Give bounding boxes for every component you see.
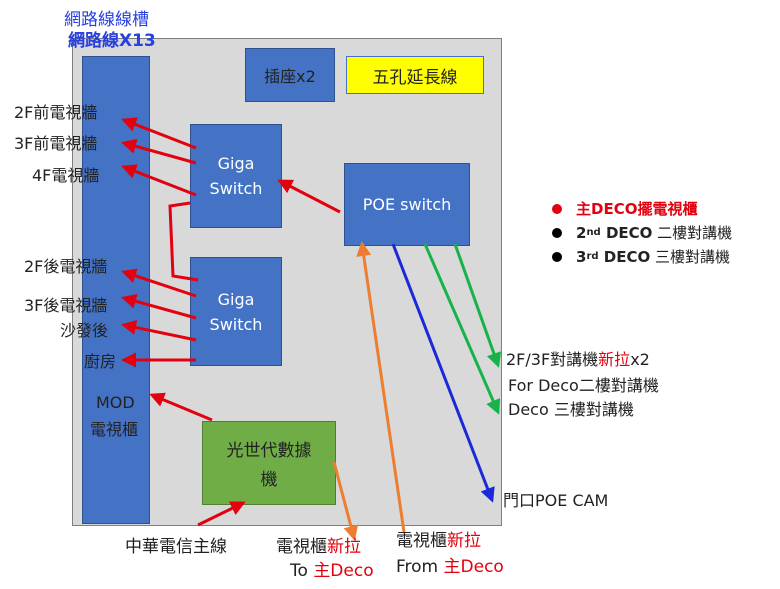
socket-box: 插座x2: [245, 48, 335, 102]
wire-2f-front-tv: [121, 117, 197, 150]
label-from-tv-prefix: 電視櫃: [396, 531, 447, 551]
legend-item-3rd-deco-name: DECO: [598, 247, 651, 266]
legend-item-2nd-deco-desc: 二樓對講機: [652, 224, 733, 242]
wire-4f-tv: [121, 164, 197, 197]
label-4f-tv: 4F電視牆: [32, 166, 100, 185]
label-to-tv-prefix: 電視櫃: [276, 537, 327, 557]
label-kitchen: 廚房: [84, 352, 117, 371]
giga-switch-top: Giga Switch: [190, 124, 282, 228]
label-mod: MOD: [96, 393, 135, 412]
fiber-modem-line2: 機: [260, 470, 278, 490]
label-to-main-deco: To 主Deco: [290, 556, 374, 581]
label-from-tv: 電視櫃新拉: [396, 526, 481, 551]
label-poe-cam: 門口POE CAM: [503, 491, 609, 510]
wire-poe-cam: [391, 243, 495, 503]
label-intercom-suffix: x2: [630, 350, 650, 369]
legend-item-main-deco-label: 主DECO擺電視櫃: [576, 200, 698, 218]
label-3f-back-tv: 3F後電視牆: [24, 296, 108, 315]
poe-switch: POE switch: [344, 163, 470, 246]
legend-item-2nd-deco-sup: nd: [586, 227, 601, 238]
label-2f-back-tv: 2F後電視牆: [24, 257, 108, 276]
legend-item-3rd-deco-desc: 三樓對講機: [650, 248, 730, 266]
label-from-main-deco: From 主Deco: [396, 552, 504, 577]
label-cht-main: 中華電信主線: [125, 537, 227, 557]
label-from-tv-new: 新拉: [447, 531, 481, 551]
label-3f-front-tv: 3F前電視牆: [14, 134, 98, 153]
legend-item-3rd-deco-num: 3: [576, 247, 587, 266]
wire-switch-link: [168, 201, 199, 282]
fiber-modem-line1: 光世代數據: [226, 441, 312, 461]
label-2f-front-tv: 2F前電視牆: [14, 103, 98, 122]
wire-to-main-deco: [332, 461, 359, 541]
wire-intercom-2f: [423, 243, 501, 415]
trough-title: 網路線線槽: [64, 10, 149, 30]
giga-switch-bottom: Giga Switch: [190, 257, 282, 366]
label-to-main-deco-prefix: To: [290, 561, 314, 581]
giga-switch-bottom-line1: Giga: [217, 289, 255, 309]
label-tv-cabinet: 電視櫃: [90, 420, 139, 439]
giga-switch-bottom-line2: Switch: [209, 314, 263, 334]
label-intercom: 2F/3F對講機新拉x2: [506, 346, 650, 370]
giga-switch-top-line1: Giga: [217, 154, 255, 173]
wire-mod-tv-cabinet: [149, 392, 213, 422]
label-from-main-deco-name: 主Deco: [443, 557, 504, 577]
wire-3f-back-tv: [121, 293, 197, 320]
red-dot-icon: [552, 203, 562, 214]
wire-intercom-3f: [453, 243, 502, 368]
legend-item-2nd-deco-num: 2: [576, 223, 587, 242]
fiber-modem: 光世代數據 機: [202, 421, 336, 505]
black-dot-icon: [552, 251, 562, 262]
label-to-main-deco-name: 主Deco: [313, 561, 374, 581]
label-intercom-line3: Deco 三樓對講機: [508, 400, 634, 419]
poe-switch-label: POE switch: [362, 195, 452, 214]
trough-subtitle: 網路線X13: [68, 31, 156, 51]
legend-item-2nd-deco-name: DECO: [600, 223, 653, 242]
label-to-tv-new: 新拉: [327, 537, 361, 557]
label-sofa-back: 沙發後: [60, 321, 109, 340]
cable-trough: [82, 56, 150, 524]
label-intercom-prefix: 2F/3F對講機: [506, 350, 599, 369]
black-dot-icon: [552, 227, 562, 238]
wire-3f-front-tv: [121, 138, 197, 165]
wire-from-main-deco: [356, 241, 406, 533]
wire-poe-to-giga: [277, 179, 341, 214]
wire-sofa-back: [121, 320, 197, 342]
label-intercom-new: 新拉: [598, 350, 631, 369]
socket-label: 插座x2: [264, 67, 316, 86]
label-to-tv: 電視櫃新拉: [276, 532, 361, 557]
label-intercom-line2: For Deco二樓對講機: [508, 376, 659, 395]
wire-cht-main: [197, 501, 246, 527]
legend-item-3rd-deco-sup: rd: [586, 251, 599, 262]
label-from-main-deco-prefix: From: [396, 557, 444, 577]
extension-cord-box: 五孔延長線: [346, 56, 484, 94]
legend-item-main-deco: 主DECO擺電視櫃: [552, 198, 697, 219]
wire-2f-back-tv: [121, 268, 197, 298]
giga-switch-top-line2: Switch: [209, 179, 263, 198]
extension-cord-label: 五孔延長線: [372, 67, 458, 88]
